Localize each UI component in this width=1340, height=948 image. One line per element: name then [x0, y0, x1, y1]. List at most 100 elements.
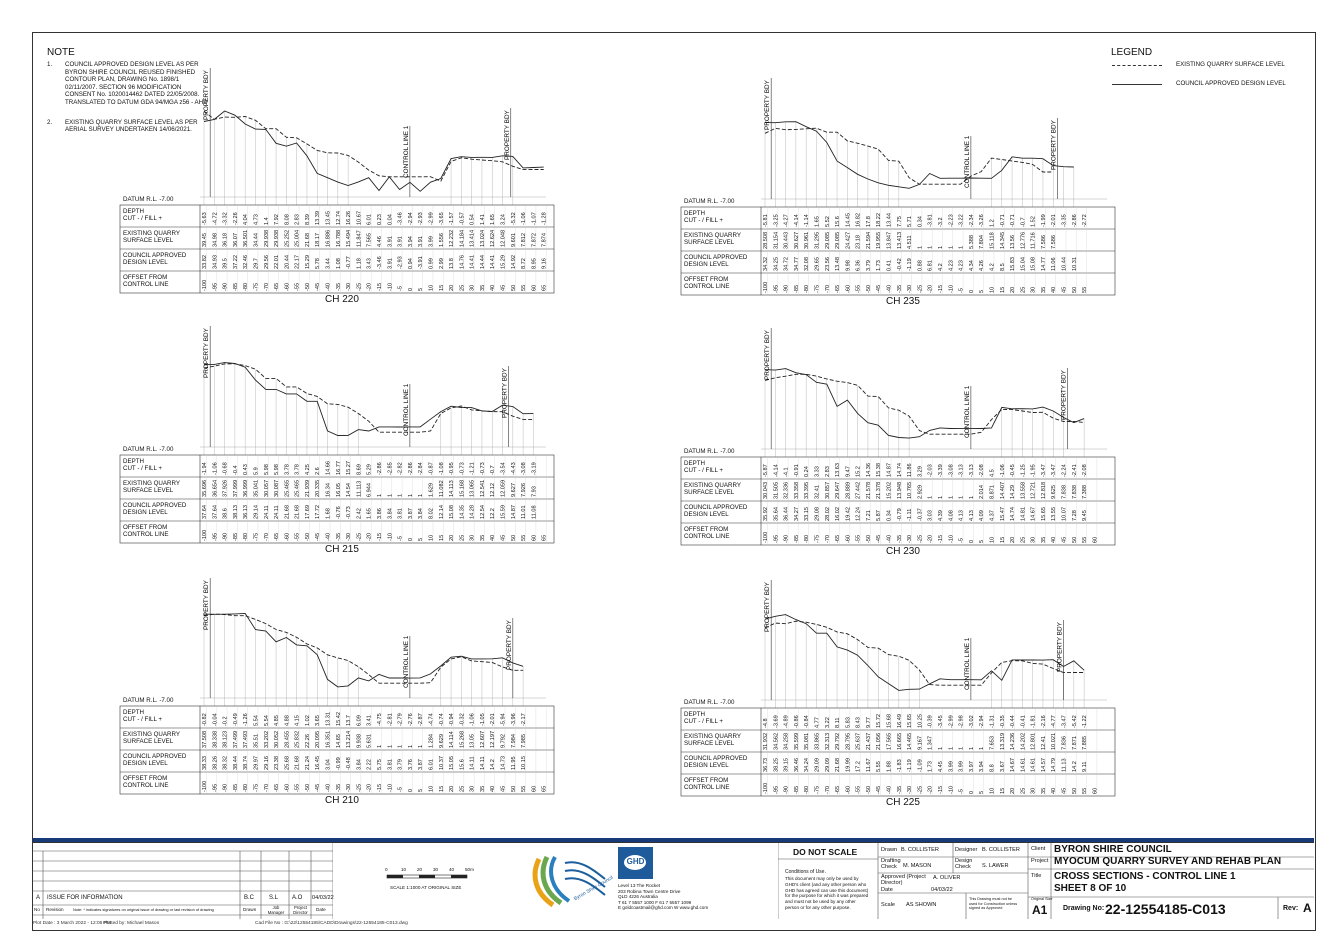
- title-block: A ISSUE FOR INFORMATION B.C S.L A.O 04/0…: [33, 842, 1314, 919]
- offset-value: 20: [449, 535, 455, 541]
- existing-level-value: 13.948: [897, 482, 903, 499]
- offset-value: -50: [305, 533, 311, 541]
- design-level-value: 1.88: [887, 761, 893, 772]
- drawing-title: CROSS SECTIONS - CONTROL LINE 1: [1054, 871, 1236, 882]
- offset-value: -75: [253, 283, 259, 291]
- design-level-value: 16.02: [835, 507, 841, 521]
- table-row-label-line: SURFACE LEVEL: [123, 237, 174, 245]
- table-row-label-line: COUNCIL APPROVED: [684, 254, 748, 261]
- depth-value: -0.49: [233, 713, 239, 726]
- design-level-value: 3.76: [408, 759, 414, 770]
- offset-value: -25: [356, 533, 362, 541]
- offset-value: -30: [346, 533, 352, 541]
- title-block-grid: [778, 843, 1314, 919]
- depth-value: 3.78: [295, 464, 301, 475]
- depth-value: -0.7: [1020, 217, 1026, 227]
- offset-value: -75: [814, 535, 820, 543]
- offset-value: 15: [1000, 287, 1006, 293]
- control-line-marker-label: CONTROL LINE 1: [403, 383, 410, 436]
- note-line: TRANSLATED TO DATUM GDA 94/MGA z56 - AHD: [65, 99, 208, 106]
- depth-value: -3.65: [439, 212, 445, 225]
- depth-value: -1.06: [212, 462, 218, 475]
- property-boundary-left-marker-label: PROPERTY BDY: [764, 581, 771, 632]
- design-level-value: 1.65: [367, 508, 373, 519]
- sheet-number: SHEET 8 OF 10: [1054, 883, 1127, 894]
- design-level-value: 36.44: [784, 507, 790, 521]
- depth-value: -2.94: [979, 715, 985, 728]
- design-level-value: 37.64: [202, 505, 208, 519]
- datum-label: DATUM R.L. -7.00: [684, 448, 735, 455]
- existing-level-value: 1: [969, 496, 975, 499]
- offset-value: -20: [367, 533, 373, 541]
- existing-level-value: 7.872: [531, 233, 537, 247]
- existing-level-value: 1: [418, 745, 424, 748]
- offset-value: -85: [794, 786, 800, 794]
- design-level-value: -1.09: [917, 759, 923, 772]
- existing-level-value: 20.095: [315, 731, 321, 748]
- design-level-value: 14.28: [470, 505, 476, 519]
- design-level-value: 3.87: [418, 759, 424, 770]
- offset-value: -80: [804, 786, 810, 794]
- design-level-line: [764, 614, 1085, 691]
- existing-level-value: 21.68: [305, 233, 311, 247]
- design-level-value: 3.84: [418, 508, 424, 519]
- datum-label: DATUM R.L. -7.00: [123, 697, 174, 704]
- existing-level-value: 12.41: [1041, 736, 1047, 750]
- note-number: 2.: [47, 118, 53, 126]
- offset-value: -30: [907, 535, 913, 543]
- offset-value: -60: [284, 283, 290, 291]
- existing-level-value: 3.91: [418, 236, 424, 247]
- design-level-value: 32.08: [804, 257, 810, 271]
- note-number: 1.: [47, 61, 53, 68]
- existing-level-value: 1: [938, 747, 944, 750]
- depth-value: 1.4: [264, 217, 270, 225]
- offset-value: -30: [346, 283, 352, 291]
- design-level-value: 21.68: [835, 758, 841, 772]
- section-title: CH 215: [325, 544, 359, 555]
- existing-level-value: 30.087: [274, 480, 280, 497]
- offset-value: 25: [1020, 788, 1026, 794]
- existing-level-value: 30.443: [784, 232, 790, 249]
- depth-value: -3.46: [398, 212, 404, 225]
- datum-label: DATUM R.L. -7.00: [123, 446, 174, 453]
- table-row-label-line: CUT - / FILL +: [684, 217, 724, 225]
- depth-value: -3.69: [773, 715, 779, 728]
- offset-value: -10: [948, 535, 954, 543]
- depth-value: -2.94: [408, 212, 414, 225]
- depth-value: -1.07: [531, 212, 537, 225]
- existing-level-value: 25.637: [856, 733, 862, 750]
- depth-value: -1.06: [521, 212, 527, 225]
- existing-level-value: 9.792: [501, 734, 507, 748]
- offset-value: 50: [511, 786, 517, 792]
- table-row-label-line: COUNCIL APPROVED: [123, 502, 187, 509]
- existing-level-value: 21.939: [305, 480, 311, 497]
- offset-value: 15: [1000, 537, 1006, 543]
- design-level-value: 14.41: [490, 255, 496, 269]
- table-row-label-line: CUT - / FILL +: [123, 465, 163, 473]
- depth-value: 0.43: [243, 464, 249, 475]
- depth-value: -0.71: [1000, 214, 1006, 227]
- design-level-value: 11.13: [1062, 758, 1068, 772]
- scale-tick-label: 50m: [465, 867, 474, 872]
- depth-value: -1.06: [1000, 464, 1006, 477]
- design-level-value: 14.11: [480, 756, 486, 770]
- original-size-label: Original Size: [1031, 897, 1053, 901]
- depth-value: 17.8: [866, 216, 872, 227]
- design-level-value: 19.99: [845, 758, 851, 772]
- offset-value: -20: [928, 535, 934, 543]
- depth-value: -0.73: [480, 462, 486, 475]
- cad-file: Cad File No : G:\22\12554185\CADD\Drawin…: [255, 921, 408, 926]
- offset-value: -55: [295, 784, 301, 792]
- table-row-label-line: OFFSET FROM: [684, 526, 729, 533]
- existing-level-value: 16.886: [326, 230, 332, 247]
- ghd-address-line: E goldcoastmail@ghd.com W www.ghd.com: [618, 905, 709, 911]
- offset-value: 25: [459, 786, 465, 792]
- offset-value: 0: [969, 791, 975, 794]
- offset-value: -65: [835, 786, 841, 794]
- existing-level-value: 14.202: [1020, 733, 1026, 750]
- depth-value: 15.6: [835, 216, 841, 227]
- offset-value: 5: [418, 288, 424, 291]
- offset-value: 5: [418, 789, 424, 792]
